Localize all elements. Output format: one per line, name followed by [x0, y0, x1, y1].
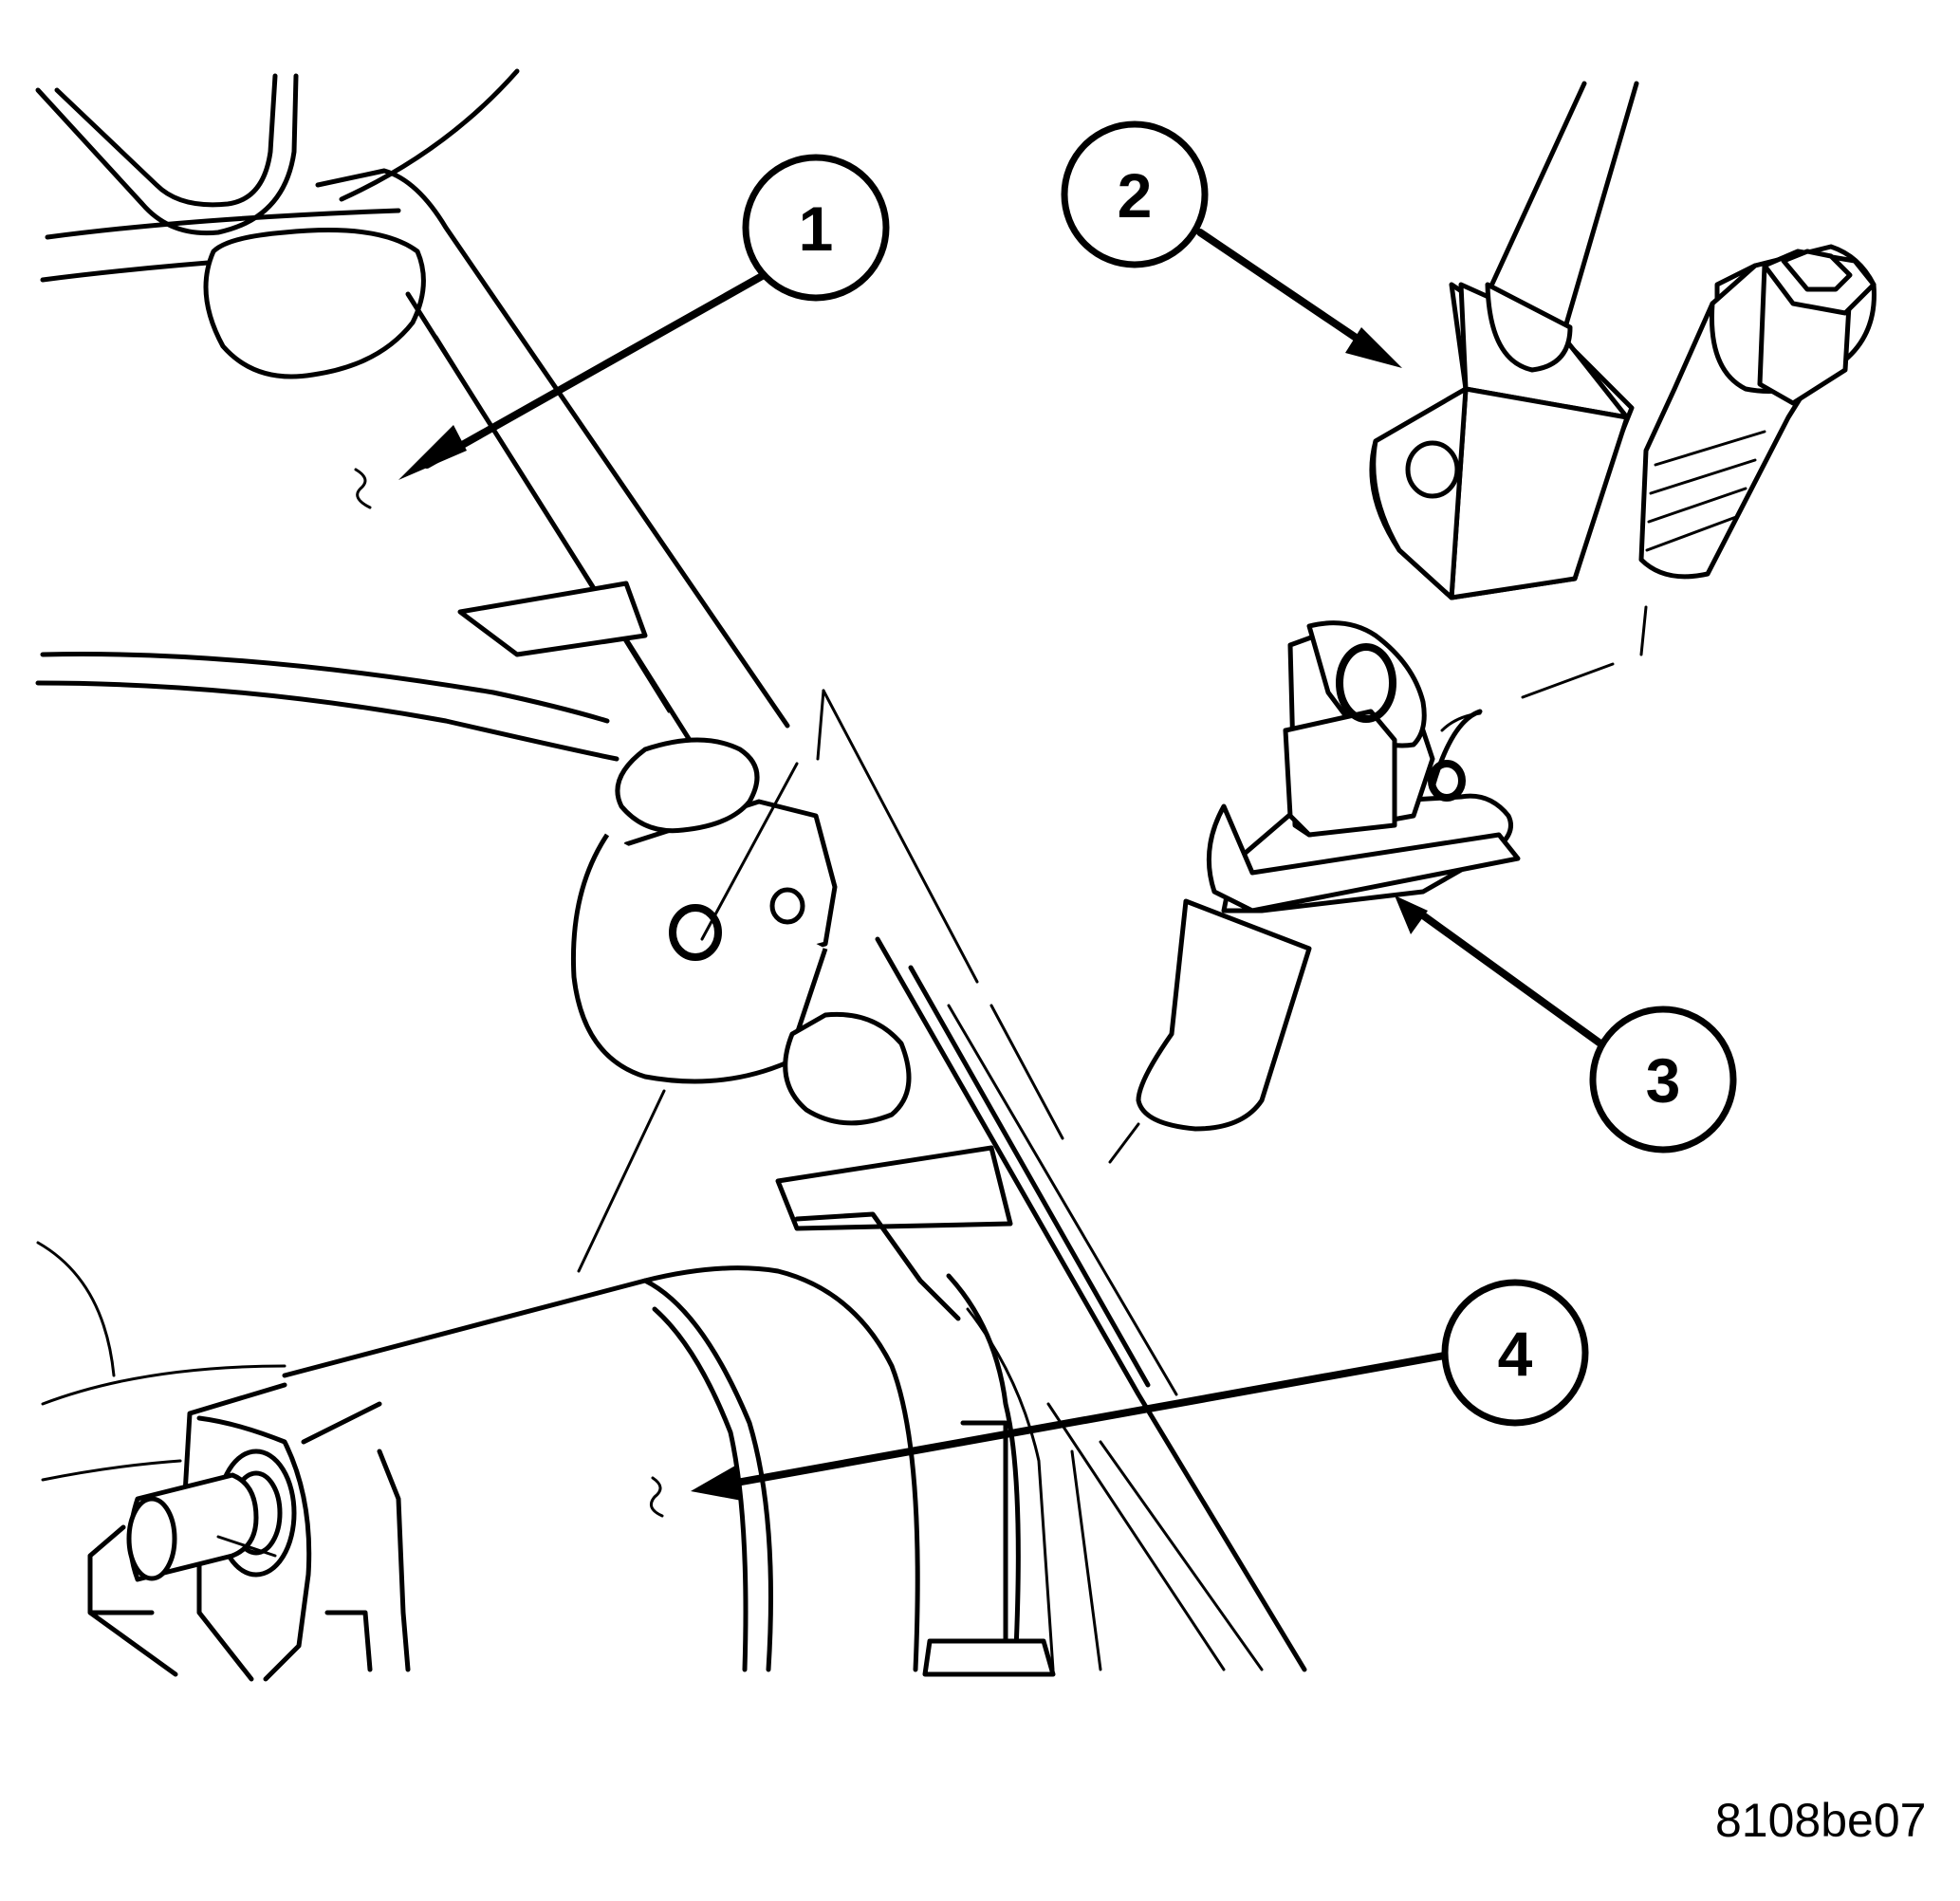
mounting-bolt [1638, 244, 1877, 580]
callout-4-label: 4 [1498, 1319, 1533, 1389]
callout-1-label: 1 [799, 194, 834, 264]
arrow-4-head [691, 1466, 742, 1501]
arrow-3-head [1395, 895, 1428, 934]
upper-bracket [35, 68, 520, 379]
arrow-1-head [398, 425, 467, 480]
fins [457, 581, 1013, 1231]
sensor [1136, 620, 1521, 1132]
callout-arrows [354, 229, 1615, 1518]
callout-3-label: 3 [1646, 1045, 1681, 1116]
housing-edges [315, 168, 1307, 1672]
callout-3: 3 [1589, 1006, 1737, 1154]
sensor-mount [570, 737, 912, 1126]
leader-squiggle-1 [354, 468, 372, 509]
callout-4: 4 [1441, 1279, 1589, 1427]
callout-1: 1 [742, 154, 890, 302]
figure-code: 8108be07 [1715, 1794, 1927, 1847]
retainer-bracket [1369, 81, 1639, 600]
leader-squiggle-4 [649, 1476, 664, 1518]
curved-pipe [35, 652, 619, 762]
callout-2-label: 2 [1118, 160, 1153, 231]
callout-2: 2 [1061, 120, 1209, 268]
motor-body [36, 1211, 1102, 1677]
arrow-2-head [1345, 327, 1402, 368]
shaft-end [87, 1382, 411, 1682]
